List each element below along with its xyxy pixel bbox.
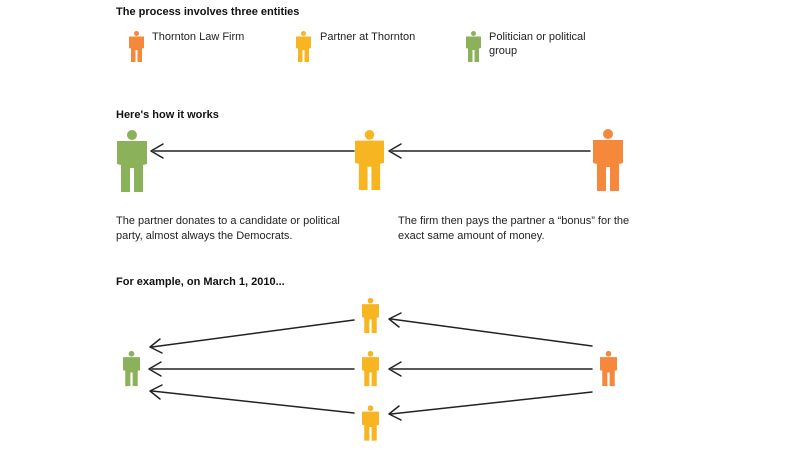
arrow-icon xyxy=(149,338,163,354)
legend-partner-person-icon xyxy=(296,31,311,62)
arrow-icon xyxy=(151,390,355,414)
arrow-icon xyxy=(390,318,593,347)
partner-person-icon xyxy=(355,130,384,190)
section-title-entities: The process involves three entities xyxy=(116,6,300,18)
politician-person-icon xyxy=(117,130,147,192)
legend-politician-person-icon xyxy=(466,31,481,62)
arrow-icon xyxy=(388,143,402,159)
example-partner-3-person-icon xyxy=(362,405,379,441)
section-title-example: For example, on March 1, 2010... xyxy=(116,276,285,288)
arrow-icon xyxy=(151,319,355,348)
arrow-icon xyxy=(388,405,402,421)
example-partner-1-person-icon xyxy=(362,297,379,334)
arrow-icon xyxy=(150,143,164,159)
description-donation: The partner donates to a candidate or po… xyxy=(116,215,340,242)
example-firm-person-icon xyxy=(600,350,617,387)
section-title-how-it-works: Here's how it works xyxy=(116,109,219,121)
arrow-icon xyxy=(388,361,402,377)
example-partner-2-person-icon xyxy=(362,350,379,387)
arrow-icon xyxy=(388,312,402,328)
legend-label-politician: Politician or political group xyxy=(489,31,586,57)
arrow-icon xyxy=(390,391,593,415)
description-bonus: The firm then pays the partner a “bonus”… xyxy=(398,215,630,242)
arrow-icon xyxy=(149,384,163,400)
firm-person-icon xyxy=(593,129,623,191)
legend-label-partner: Partner at Thornton xyxy=(320,31,416,43)
example-politician-person-icon xyxy=(123,350,140,387)
legend-label-firm: Thornton Law Firm xyxy=(152,31,245,43)
arrow-icon xyxy=(148,361,162,377)
how-arrows xyxy=(150,143,591,159)
example-arrows xyxy=(148,312,593,421)
legend-firm-person-icon xyxy=(129,31,144,62)
